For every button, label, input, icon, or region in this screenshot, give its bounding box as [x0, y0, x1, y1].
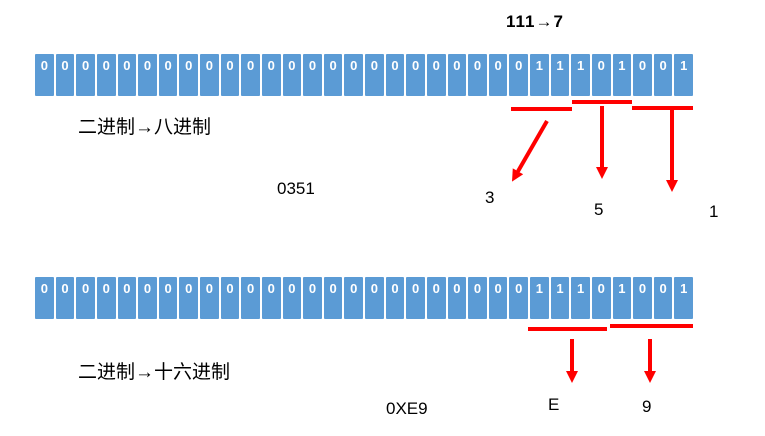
bit-cell: 0 [385, 277, 405, 319]
octal-digit-3: 1 [709, 202, 719, 221]
bit-cell: 0 [468, 54, 487, 96]
hex-section-label: 二进制→十六进制 [78, 362, 231, 383]
bit-cell: 0 [468, 277, 487, 319]
bit-cell: 1 [571, 277, 590, 319]
bit-cell: 0 [200, 54, 219, 96]
bit-cell: 0 [509, 54, 528, 96]
bit-cell: 0 [241, 54, 260, 96]
bit-cell: 1 [550, 277, 570, 319]
bit-cell: 0 [138, 54, 157, 96]
octal-group-underline-3 [632, 106, 693, 110]
octal-arrow-1 [512, 120, 549, 182]
bit-cell: 0 [261, 277, 281, 319]
bit-cell: 0 [591, 54, 611, 96]
bit-cell: 0 [117, 277, 137, 319]
bit-cell: 0 [220, 277, 240, 319]
bit-cell: 0 [488, 277, 508, 319]
bit-cell: 1 [674, 54, 693, 96]
bit-cell: 0 [406, 54, 425, 96]
bit-cell: 0 [488, 54, 508, 96]
hex-digit-1: E [548, 395, 560, 414]
bit-cell: 0 [406, 277, 425, 319]
bit-cell: 0 [200, 277, 219, 319]
bit-cell: 0 [653, 54, 673, 96]
bit-cell: 0 [426, 277, 446, 319]
example-note: 111→7 [506, 12, 564, 31]
bit-cell: 1 [530, 54, 549, 96]
bit-cell: 0 [447, 54, 467, 96]
bit-cell: 0 [633, 54, 652, 96]
bit-cell: 0 [179, 277, 198, 319]
bit-cell: 0 [633, 277, 652, 319]
bit-cell: 0 [55, 54, 75, 96]
bit-cell: 0 [509, 277, 528, 319]
bit-cell: 0 [653, 277, 673, 319]
bit-cell: 0 [282, 54, 302, 96]
bit-cell: 0 [76, 277, 95, 319]
bit-cell: 0 [426, 54, 446, 96]
bit-cell: 0 [96, 54, 116, 96]
bit-cell: 0 [323, 277, 343, 319]
octal-group-underline-2 [572, 100, 632, 104]
bit-cell: 0 [344, 54, 363, 96]
bit-cell: 0 [591, 277, 611, 319]
bit-cell: 1 [550, 54, 570, 96]
bit-cell: 0 [365, 277, 384, 319]
hex-digit-2: 9 [642, 397, 652, 416]
octal-group-underline-1 [511, 107, 572, 111]
bit-cell: 0 [344, 277, 363, 319]
bit-cell: 0 [117, 54, 137, 96]
bit-cell: 1 [674, 277, 693, 319]
bit-cell: 0 [365, 54, 384, 96]
octal-digit-2: 5 [594, 200, 604, 219]
bit-cell: 0 [35, 54, 54, 96]
bit-cell: 0 [158, 277, 178, 319]
hex-group-underline-1 [528, 327, 607, 331]
bit-cell: 0 [323, 54, 343, 96]
bit-cell: 0 [282, 277, 302, 319]
bit-cell: 0 [220, 54, 240, 96]
bit-cell: 0 [35, 277, 54, 319]
bit-cell: 0 [179, 54, 198, 96]
bit-cell: 1 [612, 277, 632, 319]
bit-cell: 0 [96, 277, 116, 319]
bit-cell: 0 [447, 277, 467, 319]
bit-cell: 1 [612, 54, 632, 96]
hex-result: 0XE9 [386, 399, 428, 418]
octal-digit-1: 3 [485, 188, 495, 207]
bit-cell: 0 [76, 54, 95, 96]
bit-cell: 0 [55, 277, 75, 319]
bit-cell: 0 [385, 54, 405, 96]
bit-cell: 0 [138, 277, 157, 319]
octal-section-label: 二进制→八进制 [78, 117, 212, 138]
octal-result: 0351 [277, 179, 315, 198]
bit-cell: 0 [303, 277, 322, 319]
bit-cell: 0 [158, 54, 178, 96]
bit-cell: 0 [241, 277, 260, 319]
bit-cell: 0 [261, 54, 281, 96]
bit-cell: 0 [303, 54, 322, 96]
bit-cell: 1 [571, 54, 590, 96]
bit-cell: 1 [530, 277, 549, 319]
hex-group-underline-2 [610, 324, 693, 328]
